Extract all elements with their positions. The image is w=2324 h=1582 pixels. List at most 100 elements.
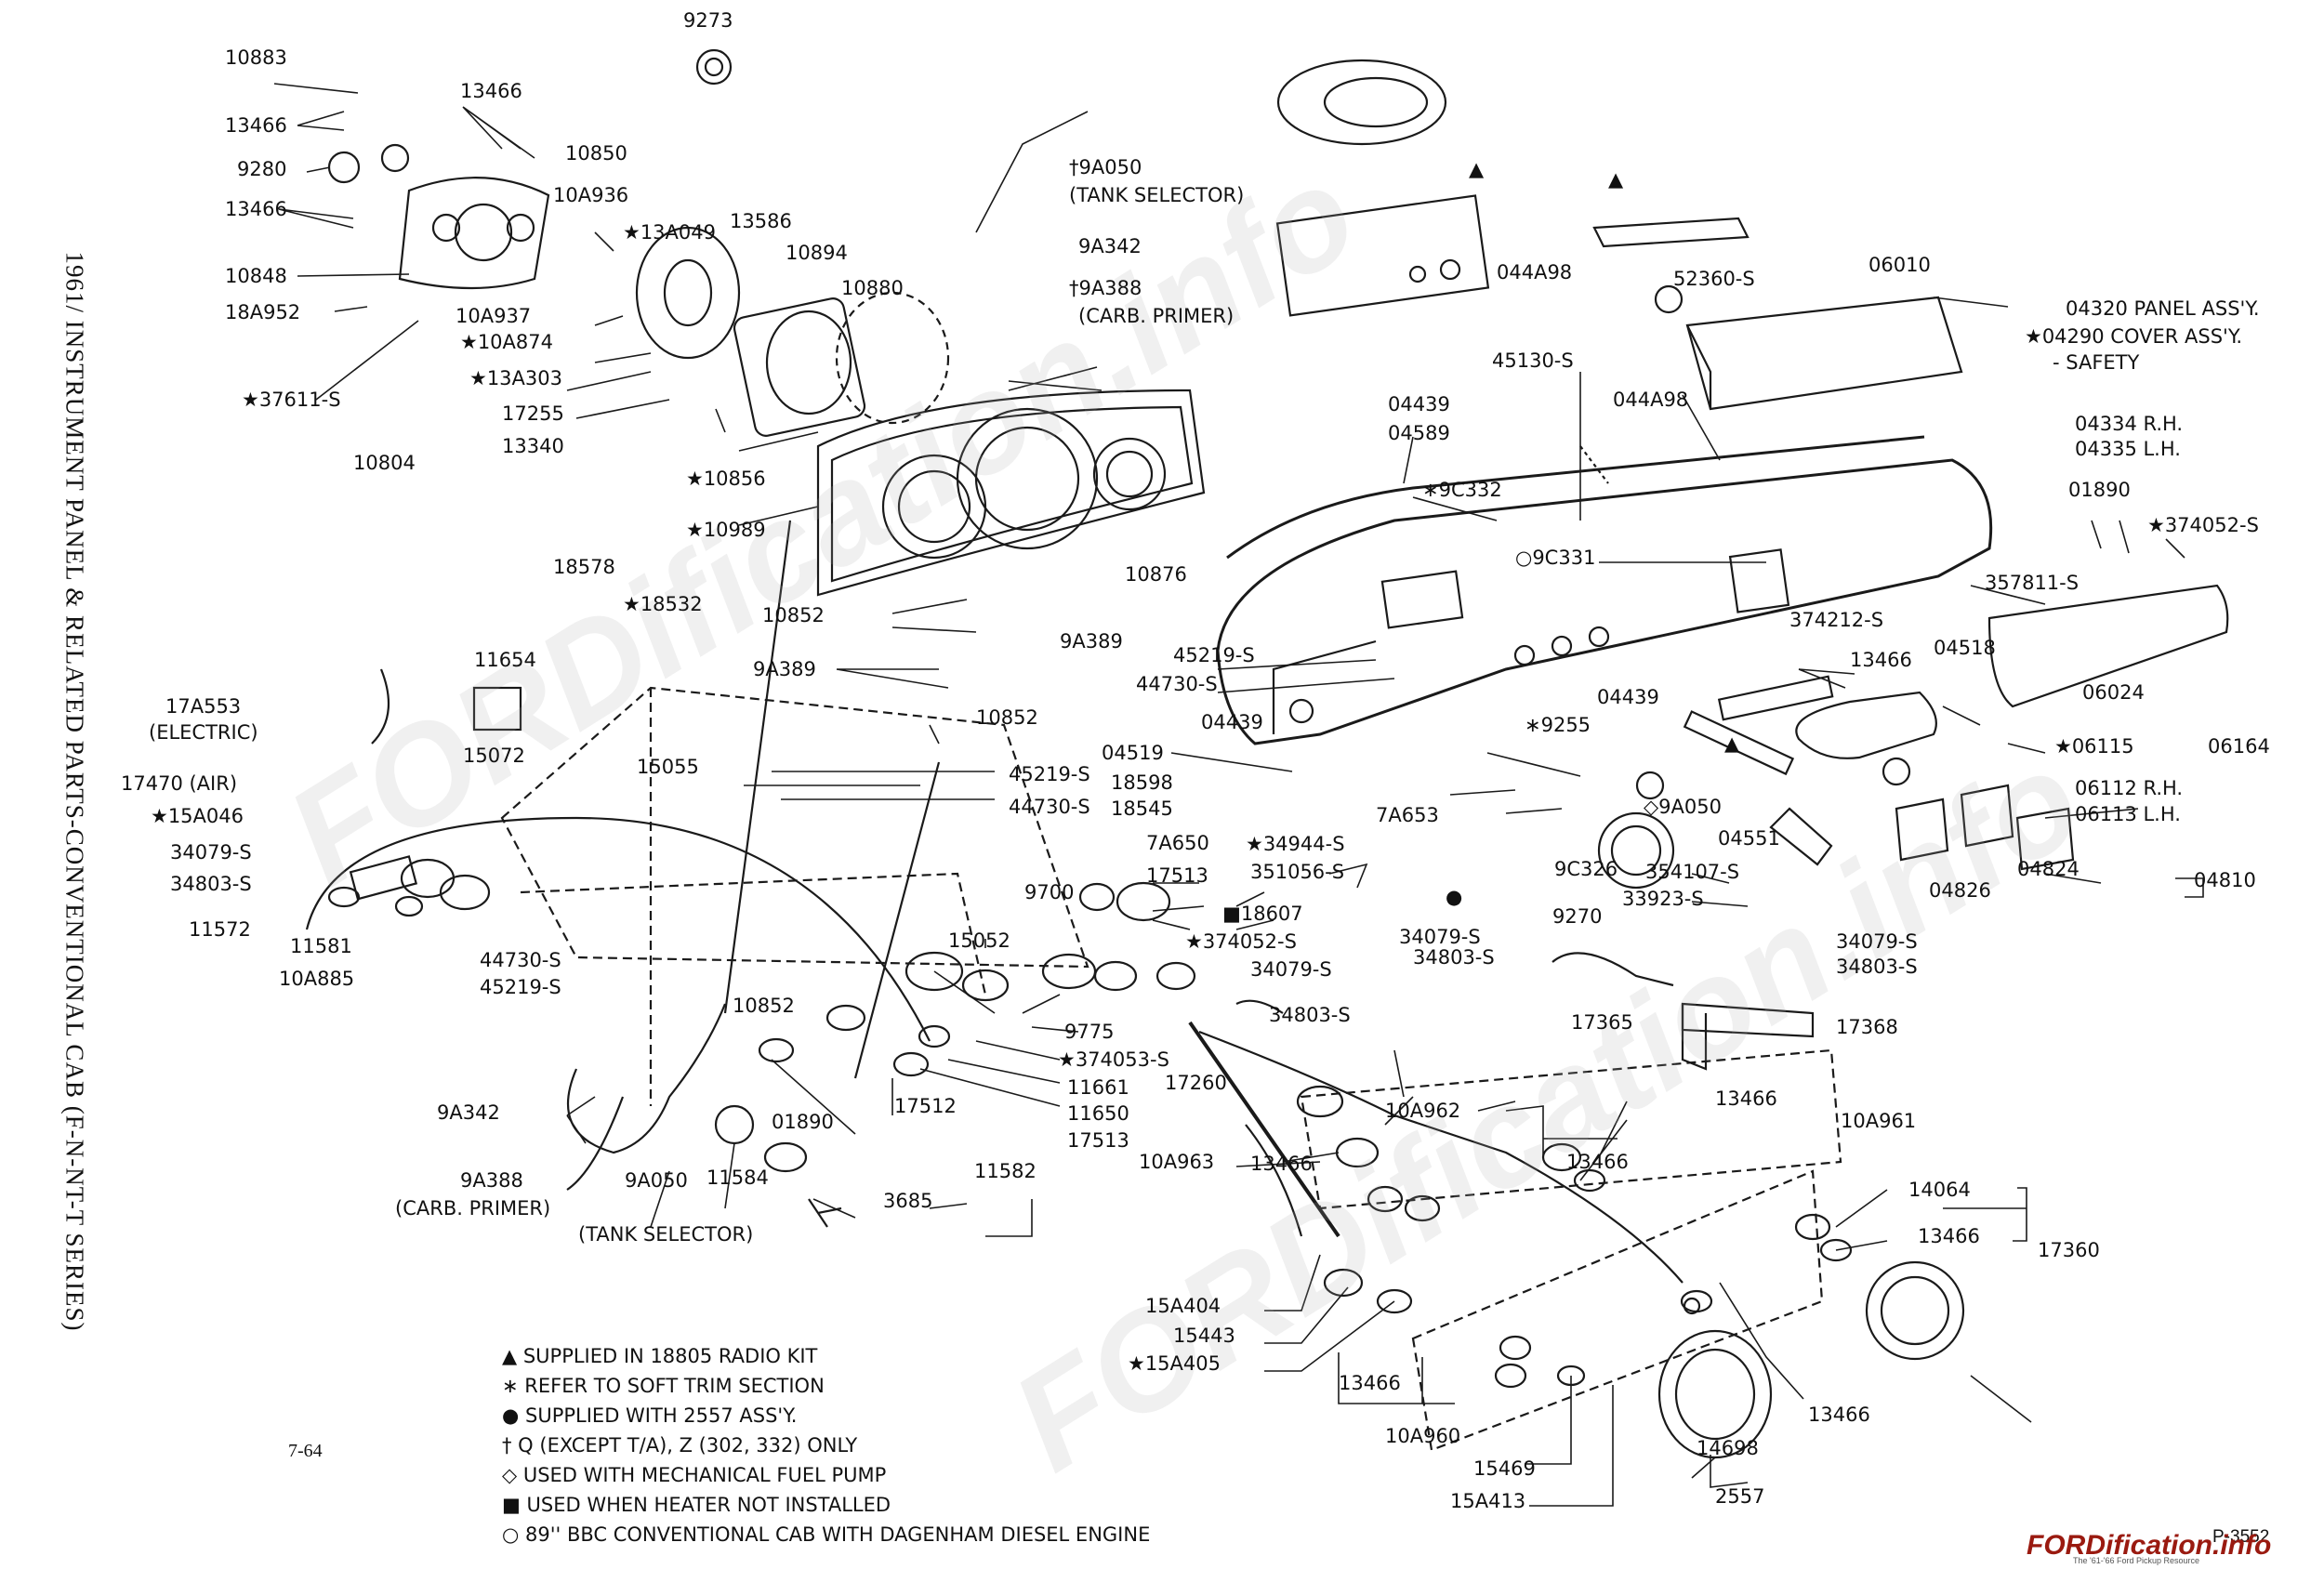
part-label: ★374052-S: [1185, 930, 1297, 953]
part-label: ○9C331: [1515, 547, 1596, 569]
watermark-logo: FORDification.info: [2027, 1530, 2272, 1561]
part-label: 44730-S: [1009, 796, 1090, 818]
part-label: 044A98: [1497, 261, 1573, 283]
part-label: 9A389: [753, 658, 816, 680]
part-label: 10883: [225, 46, 287, 69]
choke-cable: [305, 816, 931, 1042]
heater-control-bracket: [1683, 710, 1795, 776]
part-label: 13466: [460, 80, 522, 102]
fuel-pressure-gauge: [1597, 811, 1675, 890]
part-label: 9273: [683, 9, 733, 32]
part-label: ∗9255: [1525, 714, 1591, 736]
part-label: 10A961: [1841, 1110, 1917, 1132]
part-label: ★15A405: [1128, 1352, 1221, 1375]
part-label: 01890: [2068, 479, 2131, 501]
part-label: 374212-S: [1789, 609, 1884, 631]
part-label: ★374053-S: [1058, 1048, 1169, 1071]
part-label: 04320 PANEL ASS'Y.: [2066, 297, 2260, 320]
part-label: 11581: [290, 935, 352, 957]
part-label: 17513: [1146, 864, 1208, 887]
part-label: †9A388: [1069, 277, 1142, 299]
part-label: 45130-S: [1492, 349, 1574, 372]
part-label: 15443: [1173, 1325, 1235, 1347]
part-label: 04589: [1388, 422, 1450, 444]
part-label: 13466: [1850, 649, 1912, 671]
part-label: (CARB. PRIMER): [1078, 305, 1235, 327]
part-label: ▲: [1724, 732, 1740, 755]
part-label: 17260: [1165, 1072, 1227, 1094]
part-label: ★13A303: [469, 367, 562, 389]
part-label: 3685: [883, 1190, 933, 1212]
part-label: 9C326: [1554, 858, 1618, 880]
part-label: 17360: [2038, 1239, 2100, 1261]
part-label: ★10856: [686, 468, 766, 490]
part-label: 04334 R.H.: [2075, 413, 2184, 435]
part-label: 04551: [1718, 827, 1780, 850]
part-label: 18578: [553, 556, 615, 578]
part-label: 10A963: [1139, 1151, 1215, 1173]
part-label: 17A553: [165, 695, 242, 718]
part-label: 17513: [1067, 1129, 1129, 1152]
part-label: 10804: [353, 452, 416, 474]
part-label: 06164: [2208, 735, 2270, 758]
part-label: 10852: [762, 604, 825, 626]
part-label: 9A342: [1078, 235, 1142, 257]
part-label: 10880: [841, 277, 904, 299]
part-label: 13466: [225, 198, 287, 220]
part-label: 06010: [1868, 254, 1931, 276]
part-label: 04439: [1597, 686, 1659, 708]
part-label: 52360-S: [1673, 268, 1755, 290]
part-label: 11661: [1067, 1076, 1129, 1099]
part-label: 11584: [706, 1167, 769, 1189]
part-label: 01890: [772, 1111, 834, 1133]
part-label: 17365: [1571, 1011, 1633, 1034]
part-label: 9A342: [437, 1101, 500, 1124]
part-label: 13466: [1250, 1153, 1313, 1175]
part-label: 04826: [1929, 879, 1991, 902]
bulb-9280: [327, 151, 361, 184]
part-label: ∗9C332: [1422, 479, 1502, 501]
part-label: ★374052-S: [2147, 514, 2259, 536]
glove-box: [1685, 296, 1963, 411]
part-label: 06024: [2082, 681, 2145, 704]
part-label: 7A650: [1146, 832, 1209, 854]
part-label: 13466: [1918, 1225, 1980, 1247]
part-label: 04439: [1201, 711, 1263, 733]
cluster-housing: [398, 177, 550, 290]
part-label: 04518: [1934, 637, 1996, 659]
part-label: 7A653: [1376, 804, 1439, 826]
part-label: 44730-S: [1136, 673, 1218, 695]
part-label: 15052: [948, 929, 1010, 952]
part-label: 18545: [1111, 798, 1173, 820]
part-label: ★10A874: [460, 331, 553, 353]
part-label: ★13A049: [623, 221, 716, 244]
part-label: 9A388: [460, 1169, 523, 1192]
part-label: 34803-S: [1413, 946, 1495, 969]
part-label: 13586: [730, 210, 792, 232]
part-label: 45219-S: [480, 976, 561, 998]
part-label: 45219-S: [1173, 644, 1255, 666]
part-label: ★34944-S: [1246, 833, 1345, 855]
legend-item: ● SUPPLIED WITH 2557 ASS'Y.: [502, 1404, 798, 1427]
part-label: 351056-S: [1250, 861, 1345, 883]
part-label: 15072: [463, 745, 525, 767]
part-label: 17368: [1836, 1016, 1898, 1038]
part-label: 04439: [1388, 393, 1450, 415]
part-label: 15055: [637, 756, 699, 778]
part-label: 10A962: [1385, 1100, 1461, 1122]
part-label: 15A413: [1450, 1490, 1526, 1512]
part-label: 11650: [1067, 1102, 1129, 1125]
part-label: 34803-S: [1269, 1004, 1351, 1026]
part-label: 34079-S: [1250, 958, 1332, 981]
part-label: 15A404: [1145, 1295, 1221, 1317]
part-label: 11654: [474, 649, 536, 671]
part-label: ★06115: [2054, 735, 2134, 758]
legend-item: ∗ REFER TO SOFT TRIM SECTION: [502, 1375, 825, 1397]
part-label: 34803-S: [1836, 956, 1918, 978]
part-label: 10848: [225, 265, 287, 287]
page-number: 7-64: [288, 1441, 323, 1461]
part-label: ▲: [1608, 168, 1624, 191]
legend: ▲ SUPPLIED IN 18805 RADIO KIT ∗ REFER TO…: [502, 1341, 1150, 1549]
part-label: 45219-S: [1009, 763, 1090, 785]
